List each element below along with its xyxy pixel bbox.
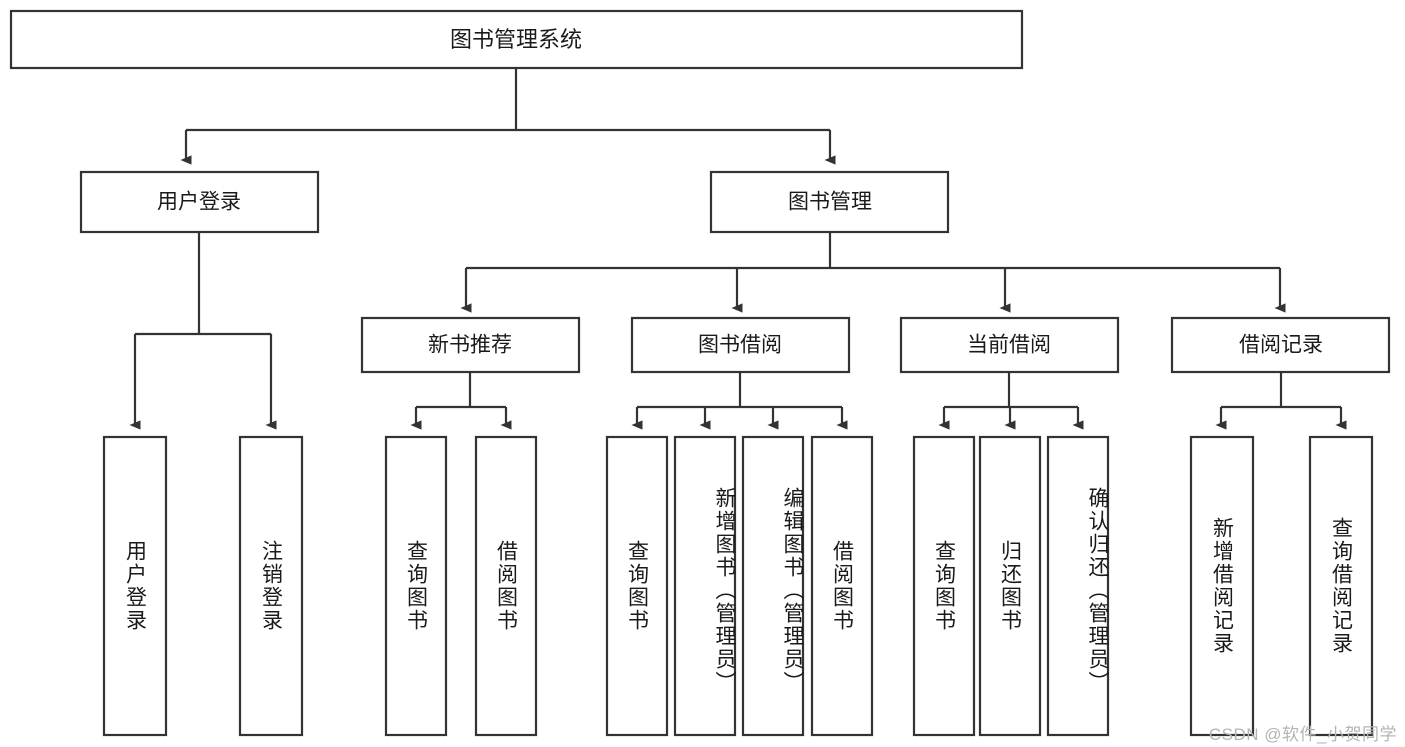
node-root-label: 图书管理系统 [450, 27, 582, 52]
node-book-borrow[interactable]: 图书借阅 [630, 316, 851, 374]
node-borrow-record[interactable]: 借阅记录 [1170, 316, 1391, 374]
leaf-box-add-record[interactable] [1189, 435, 1255, 737]
node-book-manage-label: 图书管理 [788, 191, 872, 214]
node-current-borrow[interactable]: 当前借阅 [899, 316, 1120, 374]
leaf-box-return-book[interactable] [978, 435, 1042, 737]
node-root[interactable]: 图书管理系统 [9, 9, 1024, 70]
leaf-box-logout-login[interactable] [238, 435, 304, 737]
node-book-manage[interactable]: 图书管理 [709, 170, 950, 234]
leaf-box-query-book-2[interactable] [605, 435, 669, 737]
node-current-borrow-label: 当前借阅 [967, 334, 1051, 357]
node-new-book-recommend[interactable]: 新书推荐 [360, 316, 581, 374]
leaf-box-confirm-return[interactable] [1046, 435, 1110, 737]
node-borrow-record-box[interactable] [1170, 316, 1391, 374]
leaf-box-user-login[interactable] [102, 435, 168, 737]
node-current-borrow-box[interactable] [899, 316, 1120, 374]
leaf-box-borrow-book-1[interactable] [474, 435, 538, 737]
node-user-login[interactable]: 用户登录 [79, 170, 320, 234]
node-user-login-box[interactable] [79, 170, 320, 234]
leaf-box-borrow-book-2[interactable] [810, 435, 874, 737]
leaf-box-query-book-1[interactable] [384, 435, 448, 737]
leaf-box-group [102, 435, 1374, 737]
leaf-box-query-book-3[interactable] [912, 435, 976, 737]
node-new-book-recommend-box[interactable] [360, 316, 581, 374]
connector-group [129, 68, 1347, 430]
node-user-login-label: 用户登录 [157, 191, 241, 214]
node-borrow-record-label: 借阅记录 [1239, 334, 1323, 357]
node-root-box[interactable] [9, 9, 1024, 70]
leaf-box-add-book[interactable] [673, 435, 737, 737]
node-new-book-recommend-label: 新书推荐 [428, 334, 512, 357]
node-book-borrow-box[interactable] [630, 316, 851, 374]
leaf-box-query-record[interactable] [1308, 435, 1374, 737]
node-book-manage-box[interactable] [709, 170, 950, 234]
node-book-borrow-label: 图书借阅 [698, 334, 782, 357]
csdn-watermark: CSDN @软件_小贺同学 [1208, 725, 1397, 744]
leaf-box-edit-book[interactable] [741, 435, 805, 737]
